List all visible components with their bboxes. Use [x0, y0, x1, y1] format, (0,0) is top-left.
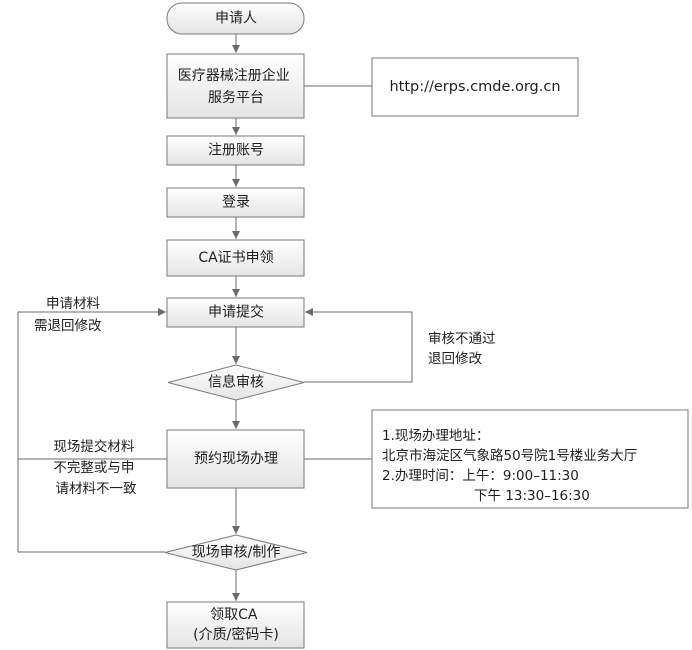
node-receive-ca: 领取CA (介质/密码卡)	[166, 601, 305, 649]
svg-text:审核不通过 退回修改: 审核不通过 退回修改	[428, 331, 500, 367]
node-ca-apply: CA证书申领	[166, 239, 305, 277]
svg-text:现场提交材料 不完整或与申 请材料不: 现场提交材料 不完整或与申 请材料不一致	[53, 438, 138, 497]
node-appointment: 预约现场办理	[166, 429, 305, 489]
svg-text:登录: 登录	[222, 195, 250, 211]
loop-material-return	[17, 308, 166, 553]
svg-text:申请人: 申请人	[215, 11, 257, 27]
node-onsite-review: 现场审核/制作	[164, 534, 308, 571]
node-platform: 医疗器械注册企业 服务平台	[166, 53, 305, 119]
node-login: 登录	[166, 187, 305, 218]
node-onsite-info: 1.现场办理地址： 北京市海淀区气象路50号院1号楼业务大厅 2.办理时间：上午…	[371, 409, 689, 509]
node-applicant: 申请人	[166, 2, 305, 35]
label-material-return: 申请材料 需退回修改	[34, 296, 104, 334]
svg-text:预约现场办理: 预约现场办理	[194, 451, 278, 467]
label-review-fail: 审核不通过 退回修改	[428, 331, 500, 367]
node-info-review: 信息审核	[167, 364, 305, 401]
svg-text:1.现场办理地址： 北京市海淀区气象路50号院1: 1.现场办理地址： 北京市海淀区气象路50号院1号楼业务大厅 2.办理时间：上午…	[382, 428, 642, 504]
svg-text:现场审核/制作: 现场审核/制作	[192, 545, 281, 561]
node-url: http://erps.cmde.org.cn	[371, 57, 579, 117]
loop-review-fail	[304, 308, 413, 383]
node-submit: 申请提交	[166, 297, 305, 328]
svg-text:注册账号: 注册账号	[208, 143, 264, 159]
svg-text:申请材料 需退回修改: 申请材料 需退回修改	[34, 296, 104, 334]
svg-text:领取CA (介质/密码卡): 领取CA (介质/密码卡)	[193, 607, 279, 643]
label-onsite-mismatch: 现场提交材料 不完整或与申 请材料不一致	[53, 438, 138, 497]
node-register: 注册账号	[166, 135, 305, 166]
svg-text:医疗器械注册企业 服务平台: 医疗器械注册企业 服务平台	[178, 67, 294, 106]
svg-text:CA证书申领: CA证书申领	[198, 250, 273, 266]
svg-text:信息审核: 信息审核	[208, 374, 264, 391]
svg-text:申请提交: 申请提交	[208, 304, 264, 321]
svg-text:http://erps.cmde.org.cn: http://erps.cmde.org.cn	[389, 79, 560, 95]
